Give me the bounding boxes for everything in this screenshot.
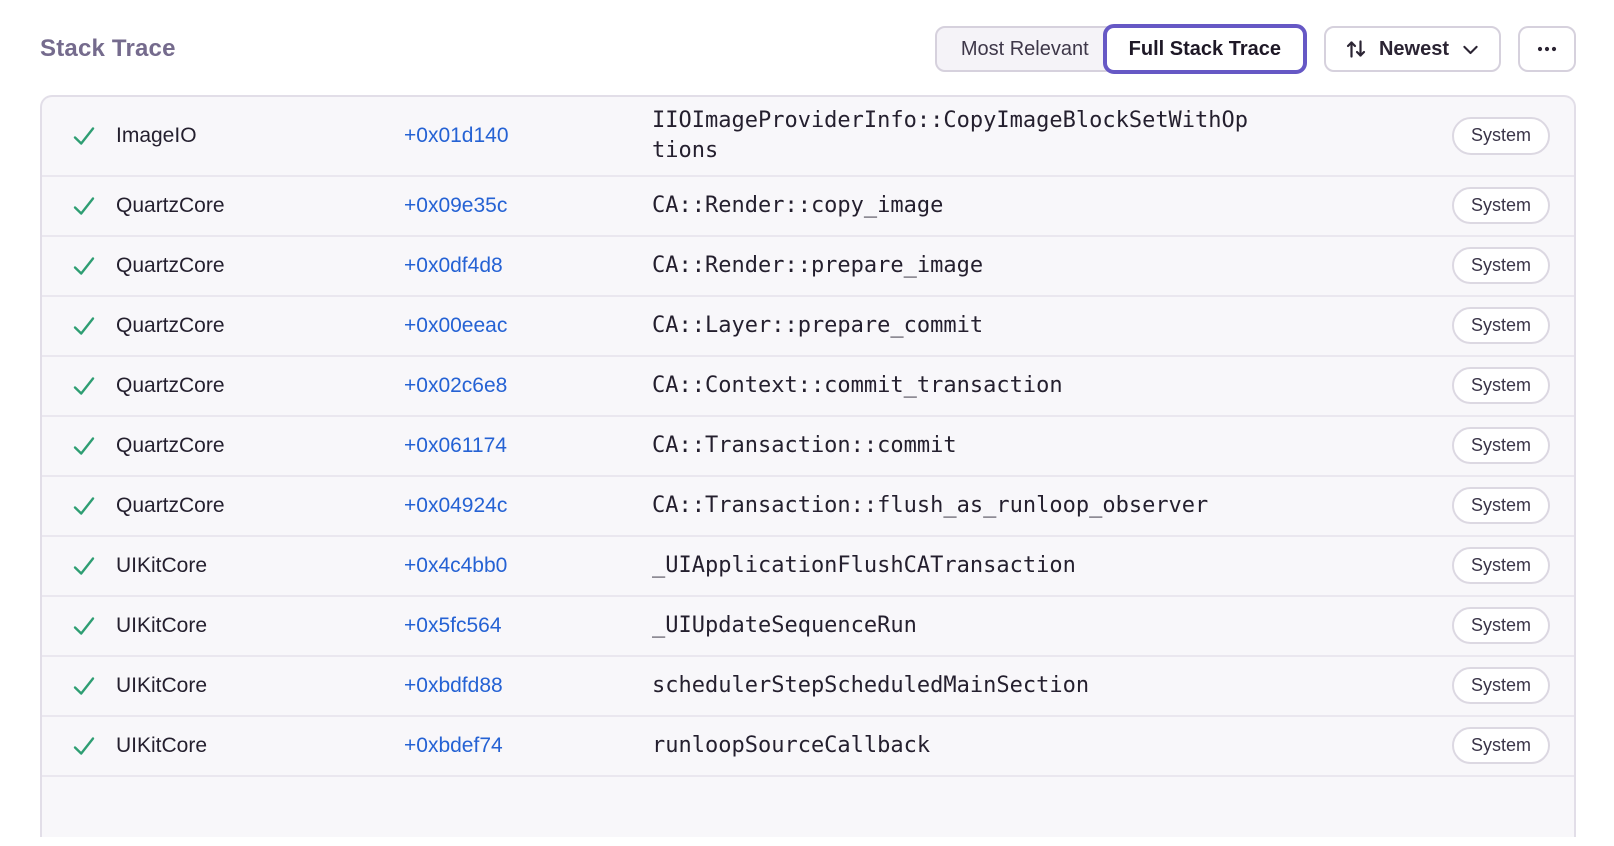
frame-function: CA::Transaction::flush_as_runloop_observ… (652, 492, 1209, 518)
sort-arrows-icon (1344, 37, 1368, 61)
frame-address-link[interactable]: +0x09e35c (404, 193, 508, 217)
stack-frame-row[interactable]: QuartzCore +0x061174 CA::Transaction::co… (42, 417, 1574, 477)
check-icon (70, 672, 98, 700)
stack-frame-row[interactable]: ImageIO +0x01d140 IIOImageProviderInfo::… (42, 97, 1574, 177)
frame-address-link[interactable]: +0x04924c (404, 493, 508, 517)
ellipsis-icon (1534, 36, 1560, 62)
check-icon (70, 612, 98, 640)
frame-system-badge: System (1451, 547, 1550, 585)
stack-frame-row[interactable]: UIKitCore +0xbdfd88 schedulerStepSchedul… (42, 657, 1574, 717)
frame-function: CA::Transaction::commit (652, 432, 957, 458)
stack-frame-row[interactable]: QuartzCore +0x00eeac CA::Layer::prepare_… (42, 297, 1574, 357)
frame-system-badge: System (1451, 607, 1550, 645)
frame-address-link[interactable]: +0xbdfd88 (404, 673, 503, 697)
frame-function: CA::Render::copy_image (652, 192, 944, 218)
toggle-most-relevant[interactable]: Most Relevant (934, 26, 1115, 72)
frame-system-badge: System (1451, 367, 1550, 405)
frame-address-link[interactable]: +0x4c4bb0 (404, 553, 508, 577)
frame-address-link[interactable]: +0xbdef74 (404, 733, 503, 757)
stack-frame-row[interactable]: UIKitCore +0x5fc564 _UIUpdateSequenceRun… (42, 597, 1574, 657)
more-options-button[interactable] (1518, 26, 1576, 72)
check-icon (70, 122, 98, 150)
frame-system-badge: System (1451, 117, 1550, 155)
stack-trace-list: ImageIO +0x01d140 IIOImageProviderInfo::… (42, 97, 1574, 777)
stack-frame-row[interactable]: QuartzCore +0x09e35c CA::Render::copy_im… (42, 177, 1574, 237)
sort-button[interactable]: Newest (1323, 26, 1501, 72)
frame-module: UIKitCore (116, 733, 208, 757)
check-icon (70, 252, 98, 280)
stack-frame-row[interactable]: QuartzCore +0x0df4d8 CA::Render::prepare… (42, 237, 1574, 297)
stack-frame-row-partial (42, 776, 1574, 837)
frame-system-badge: System (1451, 247, 1550, 285)
frame-system-badge: System (1451, 487, 1550, 525)
stack-frame-row[interactable]: QuartzCore +0x04924c CA::Transaction::fl… (42, 477, 1574, 537)
frame-module: ImageIO (116, 123, 197, 147)
frame-address-link[interactable]: +0x02c6e8 (404, 373, 508, 397)
frame-address-link[interactable]: +0x0df4d8 (404, 253, 503, 277)
frame-address-link[interactable]: +0x01d140 (404, 123, 509, 147)
frame-system-badge: System (1451, 427, 1550, 465)
check-icon (70, 372, 98, 400)
stack-frame-row[interactable]: UIKitCore +0x4c4bb0 _UIApplicationFlushC… (42, 537, 1574, 597)
stack-frame-row[interactable]: QuartzCore +0x02c6e8 CA::Context::commit… (42, 357, 1574, 417)
frame-system-badge: System (1451, 727, 1550, 765)
frame-module: QuartzCore (116, 433, 225, 457)
frame-function: runloopSourceCallback (652, 732, 931, 758)
chevron-down-icon (1460, 39, 1481, 60)
check-icon (70, 192, 98, 220)
frame-module: UIKitCore (116, 613, 208, 637)
stack-trace-panel: Stack Trace Most Relevant Full Stack Tra… (0, 24, 1614, 837)
frame-module: QuartzCore (116, 493, 225, 517)
frame-module: QuartzCore (116, 193, 225, 217)
frame-address-link[interactable]: +0x5fc564 (404, 613, 502, 637)
frame-module: UIKitCore (116, 553, 208, 577)
frame-module: QuartzCore (116, 253, 225, 277)
check-icon (70, 312, 98, 340)
frame-module: QuartzCore (116, 373, 225, 397)
stack-trace-header: Stack Trace Most Relevant Full Stack Tra… (40, 24, 1576, 74)
check-icon (70, 432, 98, 460)
frame-system-badge: System (1451, 187, 1550, 225)
page-title: Stack Trace (40, 35, 176, 62)
frame-address-link[interactable]: +0x061174 (404, 433, 507, 457)
toggle-full-stack-trace[interactable]: Full Stack Trace (1102, 24, 1307, 74)
frame-system-badge: System (1451, 307, 1550, 345)
frame-function: CA::Layer::prepare_commit (652, 312, 984, 338)
frame-module: UIKitCore (116, 673, 208, 697)
frame-function: schedulerStepScheduledMainSection (652, 672, 1090, 698)
check-icon (70, 492, 98, 520)
frame-function: _UIApplicationFlushCATransaction (652, 552, 1076, 578)
stack-trace-controls: Most Relevant Full Stack Trace Newest (934, 24, 1576, 74)
check-icon (70, 552, 98, 580)
frame-function: _UIUpdateSequenceRun (652, 612, 917, 638)
stack-frame-row[interactable]: UIKitCore +0xbdef74 runloopSourceCallbac… (42, 717, 1574, 777)
frame-function: CA::Context::commit_transaction (652, 372, 1063, 398)
frame-function: IIOImageProviderInfo::CopyImageBlockSetW… (652, 108, 1249, 163)
sort-button-label: Newest (1378, 37, 1449, 60)
frame-system-badge: System (1451, 667, 1550, 705)
frame-function: CA::Render::prepare_image (652, 252, 984, 278)
check-icon (70, 732, 98, 760)
frame-module: QuartzCore (116, 313, 225, 337)
frame-address-link[interactable]: +0x00eeac (404, 313, 508, 337)
view-toggle: Most Relevant Full Stack Trace (934, 24, 1307, 74)
stack-trace-table: ImageIO +0x01d140 IIOImageProviderInfo::… (40, 95, 1576, 837)
